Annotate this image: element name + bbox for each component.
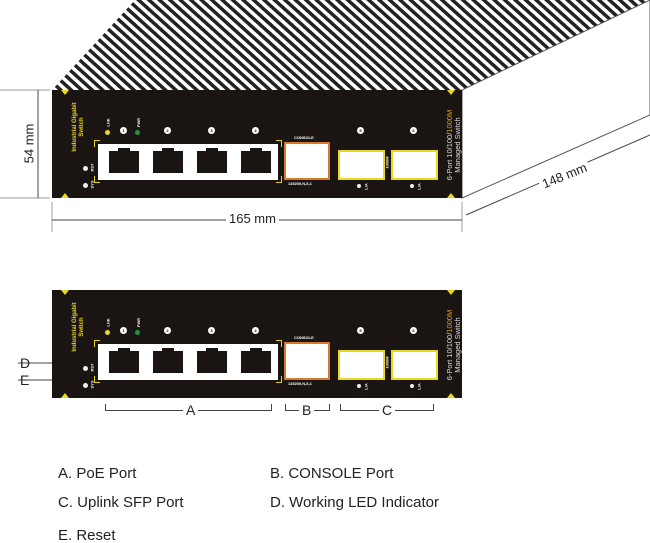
lnk-led [105, 330, 110, 335]
sfp-port-1[interactable] [338, 350, 385, 380]
front-panel-callout-view: Industrial Gigabit Switch LNK PWR RST SY… [52, 290, 462, 398]
sys-led [83, 183, 88, 188]
console-label: CONSOLE [294, 135, 314, 140]
rst-label: RST [89, 163, 95, 172]
pwr-led [135, 130, 140, 135]
poe-ethernet-port-1[interactable] [109, 148, 139, 173]
pwr-label: PWR [136, 117, 142, 128]
port-number: 3 [208, 327, 215, 334]
side-face [461, 0, 650, 199]
poe-ethernet-port-3[interactable] [197, 348, 227, 373]
port-number: 4 [252, 127, 259, 134]
rst-label: RST [89, 363, 95, 372]
sfp-port-1[interactable] [338, 150, 385, 180]
sfp-2-la-led [410, 184, 414, 188]
poe-port-group [98, 144, 278, 180]
pwr-led [135, 330, 140, 335]
lnk-label: LNK [105, 118, 111, 127]
port-group-corner [276, 176, 282, 183]
port-group-corner [94, 176, 100, 183]
poe-ethernet-port-2[interactable] [153, 148, 183, 173]
front-panel-3d-view: Industrial Gigabit Switch LNK PWR RST SY… [52, 90, 462, 198]
corner-marker [61, 290, 69, 295]
legend-item: E. Reset [58, 527, 116, 543]
legend-item: D. Working LED Indicator [270, 494, 439, 511]
legend-item: A. PoE Port [58, 465, 137, 482]
port-number: 2 [164, 127, 171, 134]
port-number: 2 [164, 327, 171, 334]
corner-marker [61, 90, 69, 95]
poe-ethernet-port-4[interactable] [241, 348, 271, 373]
console-port[interactable] [284, 342, 330, 380]
port-number: 6 [410, 127, 417, 134]
corner-marker [447, 193, 455, 198]
port-number: 1 [120, 327, 127, 334]
sfp-port-2[interactable] [391, 350, 438, 380]
lnk-led [105, 130, 110, 135]
corner-marker [447, 393, 455, 398]
console-label: CONSOLE [294, 335, 314, 340]
port-number: 5 [357, 327, 364, 334]
height-dimension: 54 mm [21, 120, 37, 167]
sfp-speed-label: 1000M [384, 356, 390, 369]
sfp-2-la-label: L/A [416, 383, 422, 390]
sfp-port-2[interactable] [391, 150, 438, 180]
port-number: 1 [120, 127, 127, 134]
brand-text: Industrial Gigabit Switch [72, 102, 85, 152]
rst-led [83, 166, 88, 171]
sfp-2-la-led [410, 384, 414, 388]
sfp-2-la-label: L/A [416, 183, 422, 190]
legend-item: C. Uplink SFP Port [58, 494, 184, 511]
port-number: 3 [208, 127, 215, 134]
callout-b: B [299, 402, 315, 418]
console-settings: 115200,N,8,1 [288, 381, 312, 386]
port-group-corner [94, 140, 100, 147]
model-line2: Managed Switch [453, 317, 462, 373]
corner-marker [61, 393, 69, 398]
callout-d: D [20, 355, 31, 371]
rst-led [83, 366, 88, 371]
poe-ethernet-port-1[interactable] [109, 348, 139, 373]
sfp-1-la-led [357, 184, 361, 188]
callout-e: E [20, 372, 30, 388]
callout-a: A [183, 402, 199, 418]
port-group-corner [276, 340, 282, 347]
console-port[interactable] [284, 142, 330, 180]
sfp-1-la-led [357, 384, 361, 388]
lnk-label: LNK [105, 318, 111, 327]
poe-ethernet-port-3[interactable] [197, 148, 227, 173]
sys-led [83, 383, 88, 388]
port-group-corner [276, 140, 282, 147]
poe-port-group [98, 344, 278, 380]
port-number: 5 [357, 127, 364, 134]
heatsink-top [52, 0, 650, 90]
port-group-corner [276, 376, 282, 383]
brand-text: Industrial Gigabit Switch [72, 302, 85, 352]
corner-marker [61, 193, 69, 198]
port-number: 6 [410, 327, 417, 334]
sfp-1-la-label: L/A [363, 383, 369, 390]
port-group-corner [94, 376, 100, 383]
port-number: 4 [252, 327, 259, 334]
port-group-corner [94, 340, 100, 347]
corner-marker [447, 90, 455, 95]
poe-ethernet-port-2[interactable] [153, 348, 183, 373]
corner-marker [447, 290, 455, 295]
model-line2: Managed Switch [453, 117, 462, 173]
pwr-label: PWR [136, 317, 142, 328]
legend-item: B. CONSOLE Port [270, 465, 394, 482]
console-settings: 115200,N,8,1 [288, 181, 312, 186]
callout-c: C [379, 402, 396, 418]
poe-ethernet-port-4[interactable] [241, 148, 271, 173]
sfp-speed-label: 1000M [384, 156, 390, 169]
sfp-1-la-label: L/A [363, 183, 369, 190]
width-dimension: 165 mm [226, 211, 279, 226]
